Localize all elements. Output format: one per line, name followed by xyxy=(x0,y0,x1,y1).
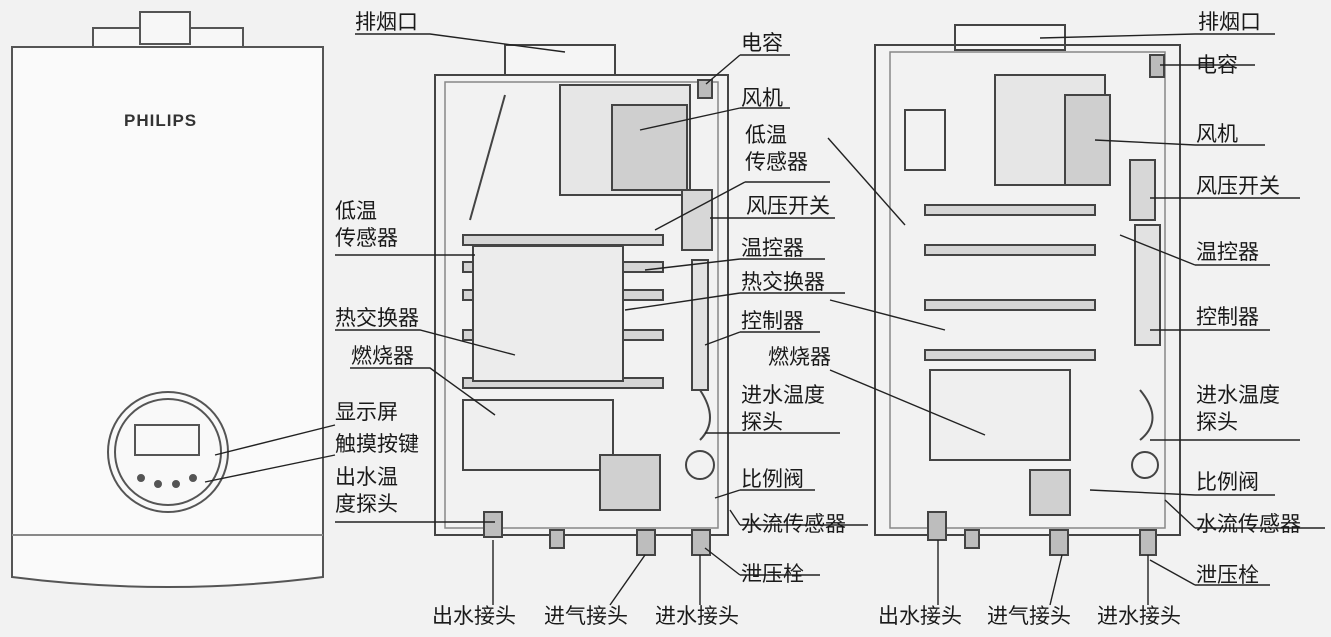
label-inlet-temp-probe-middle: 进水温度 探头 xyxy=(741,383,825,434)
label-fan-middle: 风机 xyxy=(741,86,783,110)
label-fan-right: 风机 xyxy=(1196,122,1238,146)
leader-lines-right xyxy=(827,33,1325,606)
label-exhaust-middle: 排烟口 xyxy=(355,10,418,34)
label-proportional-valve-middle: 比例阀 xyxy=(741,467,804,491)
label-inlet-joint-middle: 进水接头 xyxy=(655,604,739,628)
label-heat-exchanger-middle-right: 热交换器 xyxy=(741,270,825,294)
label-burner-middle-left: 燃烧器 xyxy=(351,344,414,368)
heater-exterior xyxy=(11,11,324,588)
label-inlet-joint-right: 进水接头 xyxy=(1097,604,1181,628)
label-gas-joint-right: 进气接头 xyxy=(987,604,1071,628)
label-touch-keys: 触摸按键 xyxy=(335,432,419,456)
label-low-temp-sensor-middle-right: 低温 传感器 xyxy=(745,123,808,174)
label-burner-middle-right: 燃烧器 xyxy=(768,345,831,369)
label-heat-exchanger-middle-left: 热交换器 xyxy=(335,306,419,330)
label-thermostat-middle: 温控器 xyxy=(741,236,804,260)
label-relief-plug-right: 泄压栓 xyxy=(1196,563,1259,587)
heater-internal-side xyxy=(874,24,1181,556)
heater-internal-front xyxy=(434,44,729,556)
label-thermostat-right: 温控器 xyxy=(1196,240,1259,264)
label-low-temp-sensor-middle-left: 低温 传感器 xyxy=(335,199,398,250)
label-relief-plug-middle: 泄压栓 xyxy=(741,562,804,586)
label-capacitor-middle: 电容 xyxy=(741,31,783,55)
label-capacitor-right: 电容 xyxy=(1196,53,1238,77)
label-exhaust-right: 排烟口 xyxy=(1198,10,1261,34)
leader-lines-middle xyxy=(204,33,868,606)
label-air-pressure-switch-middle: 风压开关 xyxy=(746,194,830,218)
label-flow-sensor-middle: 水流传感器 xyxy=(741,512,846,536)
label-outlet-joint-right: 出水接头 xyxy=(878,604,962,628)
label-gas-joint-middle: 进气接头 xyxy=(544,604,628,628)
label-flow-sensor-right: 水流传感器 xyxy=(1196,512,1301,536)
label-display: 显示屏 xyxy=(335,400,398,424)
label-controller-middle: 控制器 xyxy=(741,309,804,333)
label-controller-right: 控制器 xyxy=(1196,305,1259,329)
label-inlet-temp-probe-right: 进水温度 探头 xyxy=(1196,383,1280,434)
label-proportional-valve-right: 比例阀 xyxy=(1196,470,1259,494)
label-outlet-temp-probe: 出水温 度探头 xyxy=(335,465,398,516)
label-air-pressure-switch-right: 风压开关 xyxy=(1196,174,1280,198)
label-outlet-joint-middle: 出水接头 xyxy=(432,604,516,628)
brand-logo: PHILIPS xyxy=(124,111,198,130)
